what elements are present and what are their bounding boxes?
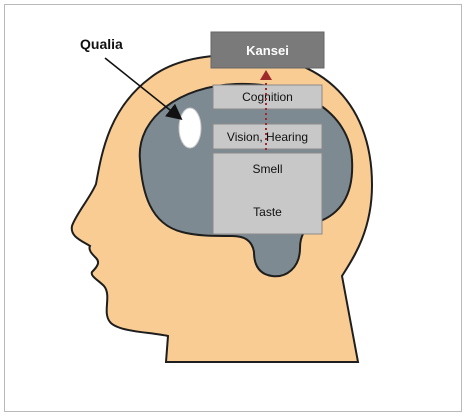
taste-label: Taste	[253, 205, 282, 219]
qualia-label: Qualia	[80, 36, 123, 52]
vision-hearing-label: Vision, Hearing	[227, 130, 308, 144]
qualia-spot	[179, 108, 201, 148]
smell-label: Smell	[252, 162, 282, 176]
cognition-label: Cognition	[242, 90, 293, 104]
kansei-label: Kansei	[246, 43, 289, 58]
